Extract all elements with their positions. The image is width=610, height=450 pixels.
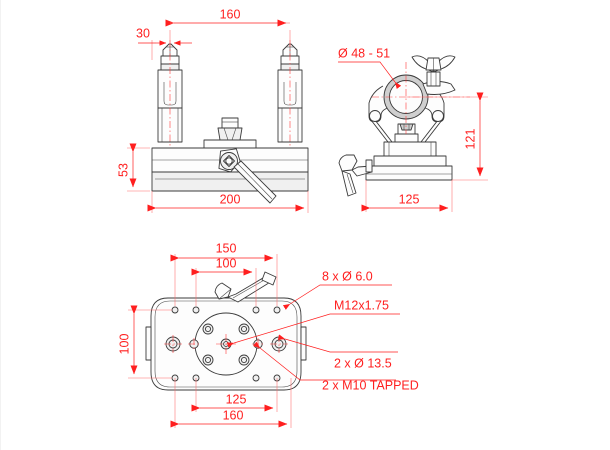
front-center-boss [203,117,257,149]
dim-front-160: 160 [165,7,291,44]
callout-side-bore-label: Ø 48 - 51 [338,46,390,60]
side-base-plate [365,141,453,181]
plan-left-tab [145,326,152,361]
dim-plan-100-v: 100 [117,305,172,379]
dim-side-125: 125 [361,180,453,212]
dim-plan-100-h: 100 [191,256,257,306]
dim-plan-125: 125 [191,378,278,412]
dim-plan-160: 160 [170,378,292,428]
plan-right-tab [300,326,307,361]
side-view: Ø 48 - 51 121 125 [338,46,488,212]
plan-view: 150 100 100 125 160 [117,241,419,428]
callout-plan-8x6: 8 x Ø 6.0 [282,269,392,310]
dim-side-125-label: 125 [399,192,420,206]
dim-front-160-label: 160 [220,7,241,21]
dim-front-200-label: 200 [220,192,241,206]
dim-front-200: 200 [147,191,309,213]
front-view: 160 30 53 200 [116,7,309,213]
plan-release-lever [214,271,277,303]
dim-front-30: 30 [136,26,192,60]
callout-plan-2xm10-label: 2 x M10 TAPPED [322,378,419,392]
callout-plan-2x135-label: 2 x Ø 13.5 [334,356,392,370]
callout-plan-2x135: 2 x Ø 13.5 [277,334,398,370]
side-wingnut-assembly [411,55,456,95]
callout-plan-m12: M12x1.75 [226,298,400,348]
plan-top-holes [171,306,281,314]
dim-plan-150: 150 [170,241,278,306]
dim-side-121: 121 [406,92,488,181]
callout-plan-m12-label: M12x1.75 [334,298,389,312]
dim-plan-100-h-label: 100 [216,256,237,270]
side-release-lever [338,154,373,197]
dim-front-53: 53 [116,143,150,192]
front-base-block [151,147,309,192]
dim-plan-160-label: 160 [223,408,244,422]
plan-bolt-circle [194,312,258,376]
front-release-lever [218,148,277,204]
callout-plan-2xm10: 2 x M10 TAPPED [253,341,419,392]
dim-front-53-label: 53 [116,163,130,177]
callout-plan-8x6-label: 8 x Ø 6.0 [322,269,373,283]
plan-left-fixings [164,335,200,353]
dim-front-30-label: 30 [136,26,150,40]
dim-plan-125-label: 125 [226,392,247,406]
side-clamp-body [368,85,445,143]
dim-plan-100-v-label: 100 [117,334,131,355]
dim-side-121-label: 121 [463,129,477,150]
callout-side-bore: Ø 48 - 51 [338,46,402,90]
dim-plan-150-label: 150 [216,241,237,255]
